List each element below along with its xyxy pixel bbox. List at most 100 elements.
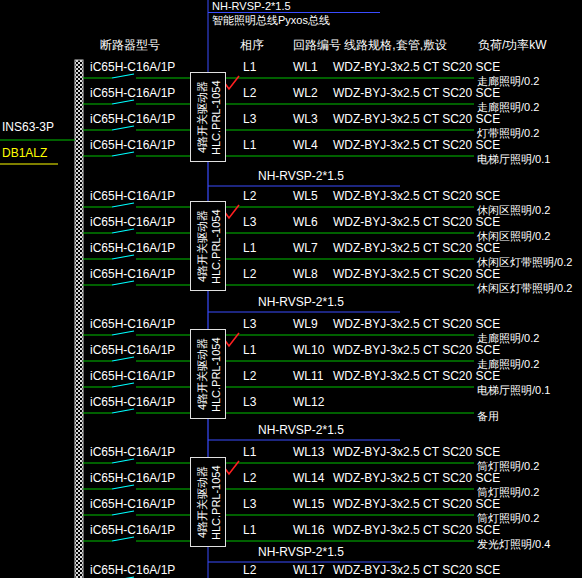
cable-spec: WDZ-BYJ-3x2.5 CT SC20 SCE xyxy=(333,268,500,280)
load-label: 走廊照明/0.2 xyxy=(477,102,539,113)
circuit-wire xyxy=(226,259,474,260)
circuit-wire xyxy=(136,515,190,516)
bus-label: NH-RVSP-2*1.5 xyxy=(258,546,344,558)
breaker-switch-symbol xyxy=(112,537,134,541)
bus-line xyxy=(208,186,400,187)
circuit-wire xyxy=(83,541,112,542)
module-model: HLC.PRL-1054 xyxy=(211,209,222,284)
bus-connector xyxy=(207,419,208,457)
cable-spec: WDZ-BYJ-3x2.5 CT SC20 SCE xyxy=(333,216,500,228)
phase-label: L2 xyxy=(243,370,256,382)
circuit-wire xyxy=(226,489,474,490)
breaker-switch-symbol xyxy=(112,409,134,413)
circuit-wire xyxy=(136,413,190,414)
bus-line xyxy=(208,12,380,13)
circuit-wire xyxy=(226,104,474,105)
circuit-wire xyxy=(136,541,190,542)
busbar xyxy=(75,60,83,578)
circuit-wire xyxy=(136,207,190,208)
breaker-model: iC65H-C16A/1P xyxy=(90,472,175,484)
phase-label: L1 xyxy=(243,139,256,151)
circuit-wire xyxy=(83,233,112,234)
breaker-model: iC65H-C16A/1P xyxy=(90,344,175,356)
circuit-wire xyxy=(83,78,112,79)
circuit-number: WL4 xyxy=(293,139,318,151)
circuit-wire xyxy=(136,130,190,131)
bus-label: NH-RVSP-2*1.5 xyxy=(256,296,346,308)
breaker-switch-symbol xyxy=(112,383,134,387)
load-label: 灯带照明/0.2 xyxy=(477,128,539,139)
circuit-wire xyxy=(83,156,112,157)
breaker-model: iC65H-C16A/1P xyxy=(90,113,175,125)
check-mark xyxy=(224,333,239,346)
breaker-model: iC65H-C16A/1P xyxy=(90,396,175,408)
bus-connector xyxy=(207,162,208,201)
load-label: 休闲区灯带照明/0.2 xyxy=(477,283,572,294)
breaker-switch-symbol xyxy=(112,331,134,335)
module-name: 4路开关驱动器 xyxy=(197,338,208,410)
circuit-wire xyxy=(226,387,474,388)
column-header: 相序 xyxy=(240,39,264,51)
load-label: 筒灯照明/0.2 xyxy=(477,513,539,524)
circuit-wire xyxy=(83,489,112,490)
circuit-number: WL13 xyxy=(293,446,324,458)
breaker-switch-symbol xyxy=(112,485,134,489)
circuit-wire xyxy=(136,335,190,336)
bus-label: NH-RVSP-2*1.5 xyxy=(212,1,291,12)
breaker-model: iC65H-C16A/1P xyxy=(90,268,175,280)
phase-label: L3 xyxy=(243,113,256,125)
module-model: HLC.PRL-1054 xyxy=(211,337,222,412)
circuit-wire xyxy=(226,515,474,516)
circuit-wire xyxy=(136,285,190,286)
module-model: HLC.PRL-1054 xyxy=(211,465,222,540)
module-name: 4路开关驱动器 xyxy=(197,466,208,538)
load-label: 走廊照明/0.2 xyxy=(477,76,539,87)
circuit-number: WL7 xyxy=(293,242,318,254)
circuit-number: WL10 xyxy=(293,344,324,356)
breaker-model: iC65H-C16A/1P xyxy=(90,242,175,254)
circuit-number: WL9 xyxy=(293,318,318,330)
circuit-wire xyxy=(226,78,474,79)
bus-label: NH-RVSP-2*1.5 xyxy=(256,424,346,436)
column-header: 回路编号 线路规格,套管,敷设 xyxy=(293,39,447,51)
circuit-wire xyxy=(83,463,112,464)
phase-label: L3 xyxy=(243,396,256,408)
circuit-wire xyxy=(136,78,190,79)
cable-spec: WDZ-BYJ-3x2.5 CT SC20 SCE xyxy=(333,139,500,151)
circuit-number: WL3 xyxy=(293,113,318,125)
main-breaker-model: INS63-3P xyxy=(2,121,54,133)
circuit-number: WL15 xyxy=(293,498,324,510)
phase-label: L3 xyxy=(243,318,256,330)
circuit-wire xyxy=(83,361,112,362)
circuit-wire xyxy=(83,387,112,388)
cable-spec: WDZ-BYJ-3x2.5 CT SC20 SCE xyxy=(333,344,500,356)
module-name: 4路开关驱动器 xyxy=(197,81,208,153)
circuit-number: WL2 xyxy=(293,87,318,99)
load-label: 休闲区照明/0.2 xyxy=(477,205,550,216)
panel-underline xyxy=(0,164,58,165)
cable-spec: WDZ-BYJ-3x2.5 CT SC20 SCE xyxy=(333,446,500,458)
phase-label: L2 xyxy=(243,472,256,484)
breaker-switch-symbol xyxy=(112,126,134,130)
circuit-wire xyxy=(136,463,190,464)
cable-spec: WDZ-BYJ-3x2.5 CT SC20 SCE xyxy=(333,190,500,202)
cable-spec: WDZ-BYJ-3x2.5 CT SC20 SCE xyxy=(333,113,500,125)
switch-driver-box: 4路开关驱动器HLC.PRL-1054 xyxy=(190,457,226,547)
circuit-wire xyxy=(83,285,112,286)
load-label: 电梯厅照明/0.1 xyxy=(477,154,550,165)
phase-label: L1 xyxy=(243,242,256,254)
panel-name: DB1ALZ xyxy=(2,147,47,159)
circuit-wire xyxy=(83,259,112,260)
phase-label: L3 xyxy=(243,498,256,510)
load-label: 备用 xyxy=(477,411,499,422)
circuit-wire xyxy=(226,463,474,464)
phase-label: L1 xyxy=(243,446,256,458)
circuit-wire xyxy=(136,156,190,157)
load-label: 筒灯照明/0.2 xyxy=(477,461,539,472)
cable-spec: WDZ-BYJ-3x2.5 CT SC20 SCE xyxy=(333,87,500,99)
bus-title: 智能照明总线Pyxos总线 xyxy=(212,15,330,26)
bus-label: NH-RVSP-2*1.5 xyxy=(256,170,346,182)
breaker-model: iC65H-C16A/1P xyxy=(90,139,175,151)
column-header: 负荷/功率kW xyxy=(478,39,547,51)
